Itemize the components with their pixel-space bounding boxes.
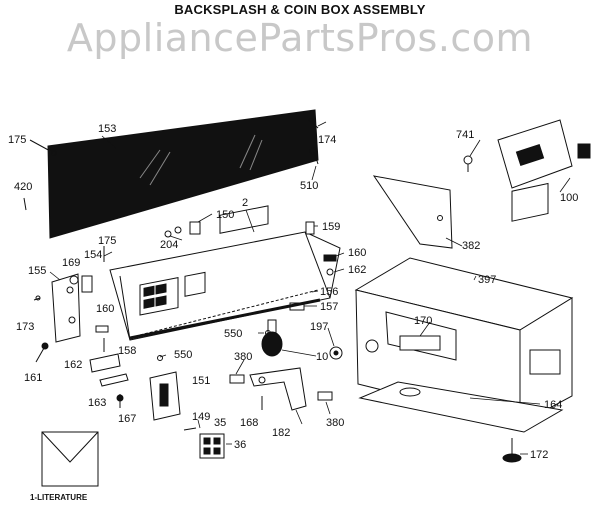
screw-510: [309, 147, 319, 165]
literature-envelope: [41, 431, 99, 487]
door-382: [372, 175, 453, 249]
bracket-182: [249, 367, 307, 411]
part-159: [305, 221, 315, 235]
leader-lines: [49, 121, 571, 455]
part-170: [399, 335, 441, 351]
screw-174: [308, 117, 319, 129]
screw-161: [35, 342, 49, 363]
label-175-top: 175: [8, 134, 26, 146]
screws-204: [164, 226, 182, 238]
screw-167: [116, 394, 124, 408]
side-bracket-155: [51, 273, 81, 343]
label-168: 168: [240, 417, 258, 429]
label-550-upper: 550: [224, 328, 242, 340]
label-182: 182: [272, 427, 290, 439]
label-100: 100: [560, 192, 578, 204]
label-literature: 1-LITERATURE: [30, 493, 88, 502]
coin-mech-10: [261, 319, 283, 357]
bracket-150: [189, 221, 201, 235]
label-175-lower: 175: [98, 235, 116, 247]
clip-420: [23, 197, 27, 211]
watermark: AppliancePartsPros.com: [66, 16, 534, 60]
label-154: 154: [84, 249, 102, 261]
screw-175-top: [29, 139, 57, 156]
screw-741: [463, 155, 473, 172]
bracket-163: [99, 373, 129, 387]
timer-board-100: [497, 119, 591, 189]
label-510: 510: [300, 180, 318, 192]
label-162-lower: 162: [64, 359, 82, 371]
label-380-right: 380: [326, 417, 344, 429]
part-169: [69, 275, 79, 285]
label-204: 204: [160, 239, 178, 251]
diagram-title: BACKSPLASH & COIN BOX ASSEMBLY: [174, 2, 426, 17]
base-plate-164: [358, 381, 564, 433]
label-162-upper: 162: [348, 264, 366, 276]
label-550-left: 550: [174, 349, 192, 361]
label-173: 173: [16, 321, 34, 333]
label-149: 149: [192, 411, 210, 423]
label-158: 158: [118, 345, 136, 357]
label-10: 10: [316, 351, 328, 363]
label-170: 170: [414, 315, 432, 327]
switch-36: [199, 433, 225, 459]
label-161: 161: [24, 372, 42, 384]
strip-156: [139, 289, 319, 336]
bracket-158: [89, 353, 121, 373]
label-167: 167: [118, 413, 136, 425]
label-174: 174: [318, 134, 336, 146]
label-153: 153: [98, 123, 116, 135]
part-162-upper: [326, 268, 334, 276]
label-397: 397: [478, 274, 496, 286]
label-151: 151: [192, 375, 210, 387]
label-172: 172: [530, 449, 548, 461]
label-150: 150: [216, 209, 234, 221]
label-160-lower: 160: [96, 303, 114, 315]
label-157: 157: [320, 301, 338, 313]
label-169: 169: [62, 257, 80, 269]
coin-plate-151: [149, 371, 181, 421]
label-156: 156: [320, 286, 338, 298]
part-157: [289, 302, 305, 311]
label-35: 35: [214, 417, 226, 429]
screw-550-left: [157, 355, 163, 361]
part-160-upper: [323, 254, 337, 262]
part-197: [329, 346, 343, 360]
label-380-left: 380: [234, 351, 252, 363]
leveling-foot-172: [502, 438, 522, 463]
label-420: 420: [14, 181, 32, 193]
part-380-left: [229, 374, 245, 384]
label-382: 382: [462, 240, 480, 252]
part-154: [81, 275, 93, 293]
label-159: 159: [322, 221, 340, 233]
label-2: 2: [242, 197, 248, 209]
label-741: 741: [456, 129, 474, 141]
glass-panel-153: [47, 109, 319, 239]
control-panel-2: [109, 205, 341, 341]
label-197: 197: [310, 321, 328, 333]
label-155: 155: [28, 265, 46, 277]
part-160-lower: [95, 325, 109, 333]
label-160-upper: 160: [348, 247, 366, 259]
label-36: 36: [234, 439, 246, 451]
screw-149: [183, 427, 197, 431]
label-164: 164: [544, 399, 562, 411]
part-380-right: [317, 391, 333, 401]
label-163: 163: [88, 397, 106, 409]
screw-173: [33, 295, 41, 301]
